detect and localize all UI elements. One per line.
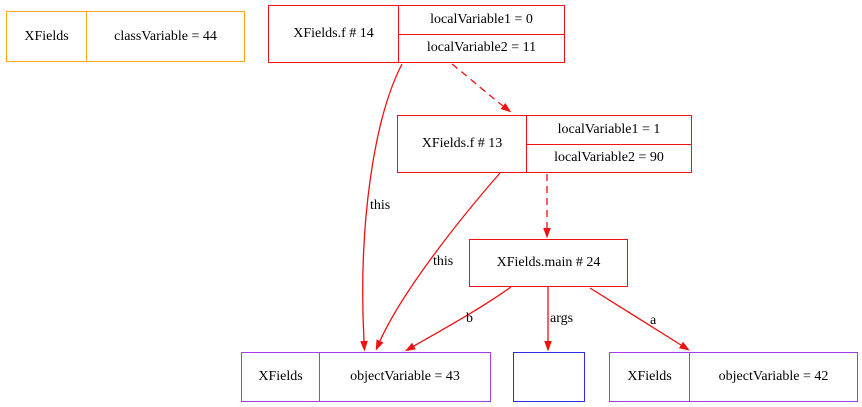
frame-title: XFields.f # 13 [398,116,527,172]
edge-call-f14-to-f13-icon [451,63,512,113]
object-variable-cell: objectVariable = 43 [350,369,460,384]
class-variable-cell: classVariable = 44 [114,28,217,44]
local-variable-2: localVariable2 = 90 [527,143,691,173]
array-object-box[interactable] [513,352,585,402]
object-box-43[interactable]: XFields objectVariable = 43 [241,352,491,402]
edge-label-this-f13: this [433,254,454,269]
stack-frame-f13[interactable]: XFields.f # 13 localVariable1 = 1 localV… [397,115,692,173]
object-box-42[interactable]: XFields objectVariable = 42 [609,352,858,402]
local-variable-1: localVariable1 = 1 [557,121,661,137]
local-variable-2: localVariable2 = 11 [399,33,564,63]
edge-b-from-main [404,286,512,352]
frame-title: XFields.main # 24 [496,255,601,270]
frame-title: XFields.f # 14 [269,6,399,62]
edge-label-this-f14: this [370,198,391,213]
object-variable-cell: objectVariable = 42 [718,369,829,384]
object-type-cell: XFields [242,353,320,401]
stack-frame-f14[interactable]: XFields.f # 14 localVariable1 = 0 localV… [268,5,565,63]
edge-a-from-main [589,287,690,351]
edge-label-a: a [650,313,657,328]
edge-label-args: args [550,311,574,326]
stack-frame-main[interactable]: XFields.main # 24 [469,239,628,287]
object-type-cell: XFields [610,353,690,401]
edge-label-b: b [466,311,473,326]
class-box-xfields[interactable]: XFields classVariable = 44 [6,11,245,62]
local-variable-1: localVariable1 = 0 [430,11,533,27]
class-name-cell: XFields [7,12,87,61]
